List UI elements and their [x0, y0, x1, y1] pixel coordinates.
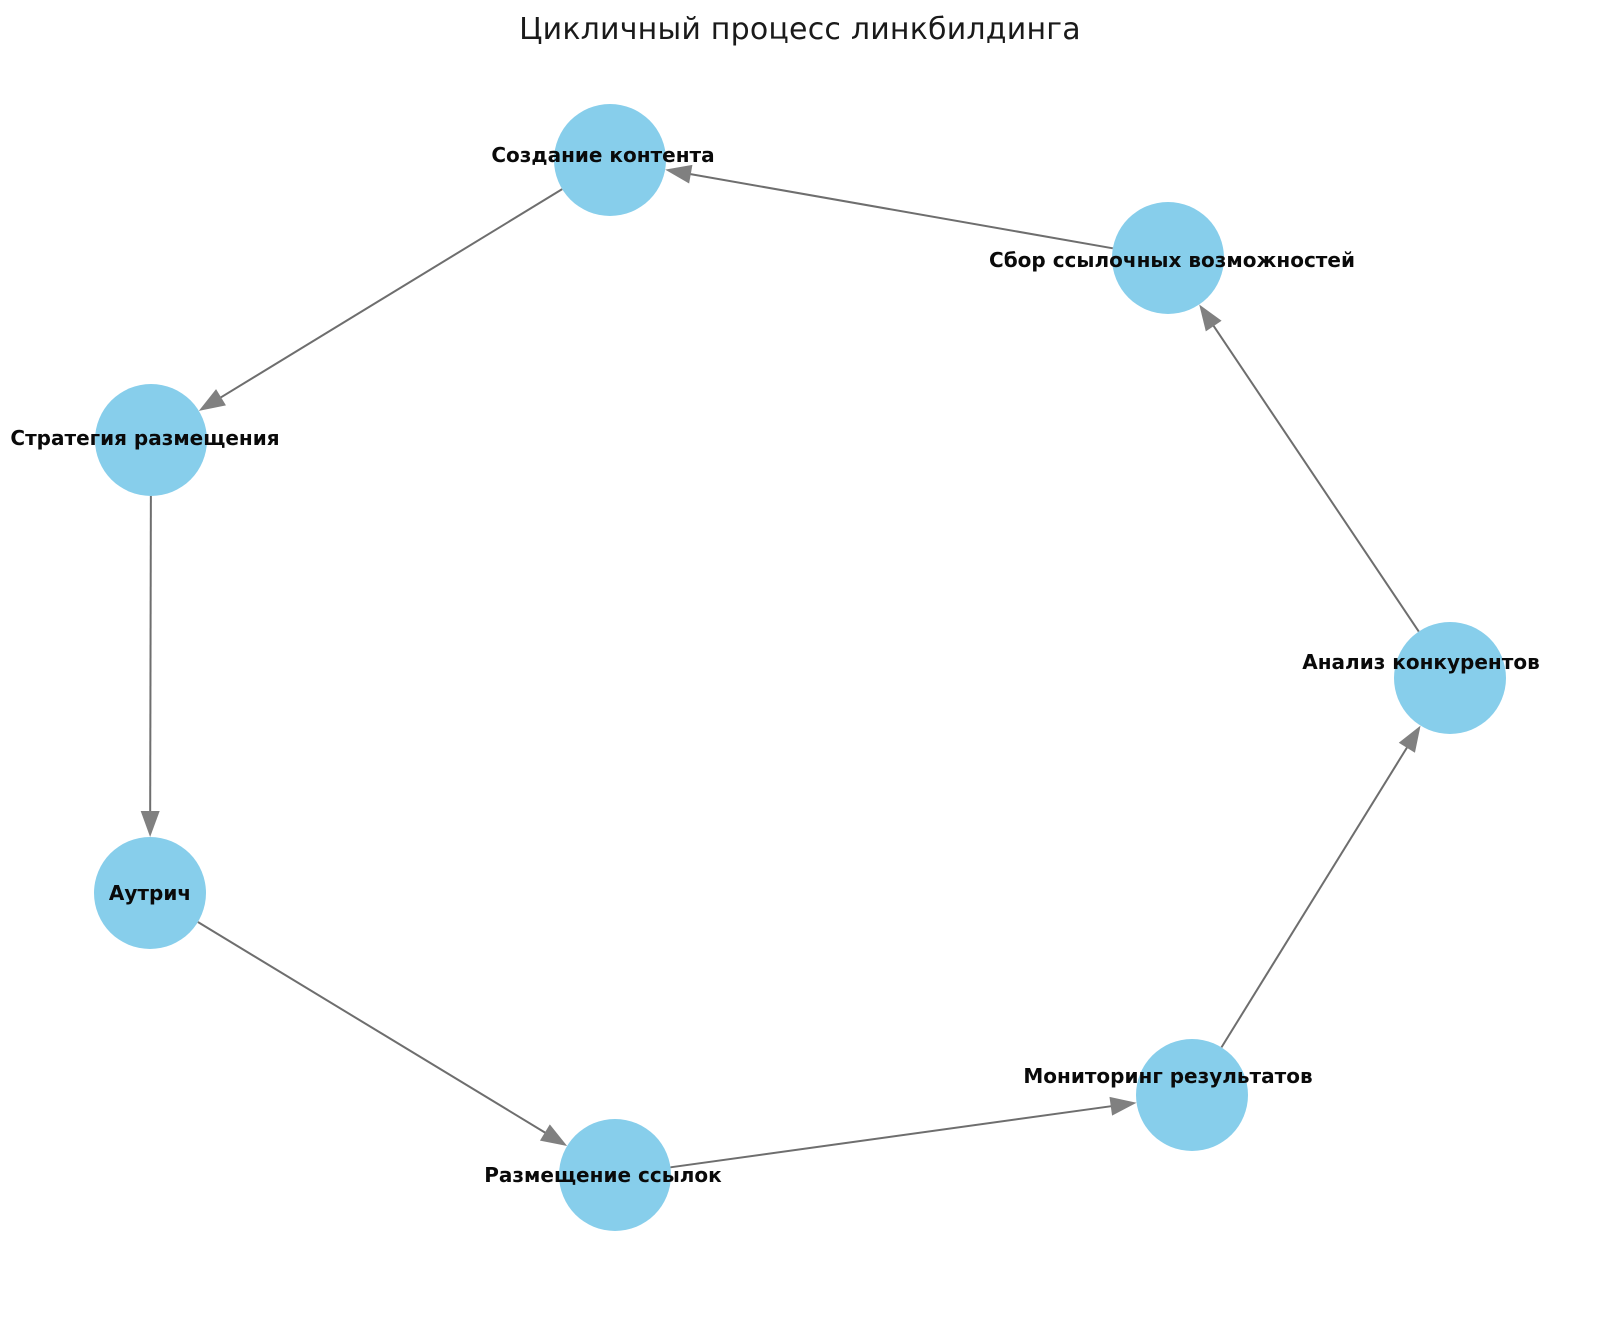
node-circle-placement[interactable] — [559, 1119, 671, 1231]
edge-strategy-to-outreach — [140, 495, 160, 838]
arrowhead-icon — [539, 1124, 568, 1146]
edge-placement-to-monitoring — [670, 1096, 1137, 1169]
arrowhead-icon — [1398, 725, 1421, 753]
edge-content-to-strategy — [198, 188, 563, 411]
arrowhead-icon — [1199, 304, 1222, 332]
node-circle-content[interactable] — [554, 104, 666, 216]
nodes-layer — [94, 104, 1506, 1231]
arrowhead-icon — [140, 810, 160, 838]
edge-outreach-to-placement — [197, 921, 568, 1146]
arrowhead-icon — [198, 389, 226, 411]
edge-line — [197, 921, 551, 1137]
edge-line — [670, 1104, 1117, 1169]
arrowhead-icon — [665, 164, 693, 184]
edge-line — [684, 172, 1114, 250]
edge-line — [1209, 320, 1420, 633]
edge-monitoring-to-competitors — [1220, 725, 1421, 1048]
arrowhead-icon — [1109, 1096, 1137, 1116]
edges-layer — [140, 164, 1421, 1169]
edge-competitors-to-collect — [1199, 304, 1420, 633]
edge-line — [1220, 742, 1411, 1048]
node-circle-collect[interactable] — [1112, 202, 1224, 314]
edge-collect-to-content — [665, 164, 1114, 250]
node-circle-competitors[interactable] — [1394, 622, 1506, 734]
edge-line — [149, 495, 152, 818]
edge-line — [215, 188, 563, 402]
node-circle-strategy[interactable] — [95, 384, 207, 496]
node-circle-outreach[interactable] — [94, 837, 206, 949]
page-title: Цикличный процесс линкбилдинга — [519, 12, 1081, 47]
node-circle-monitoring[interactable] — [1136, 1039, 1248, 1151]
